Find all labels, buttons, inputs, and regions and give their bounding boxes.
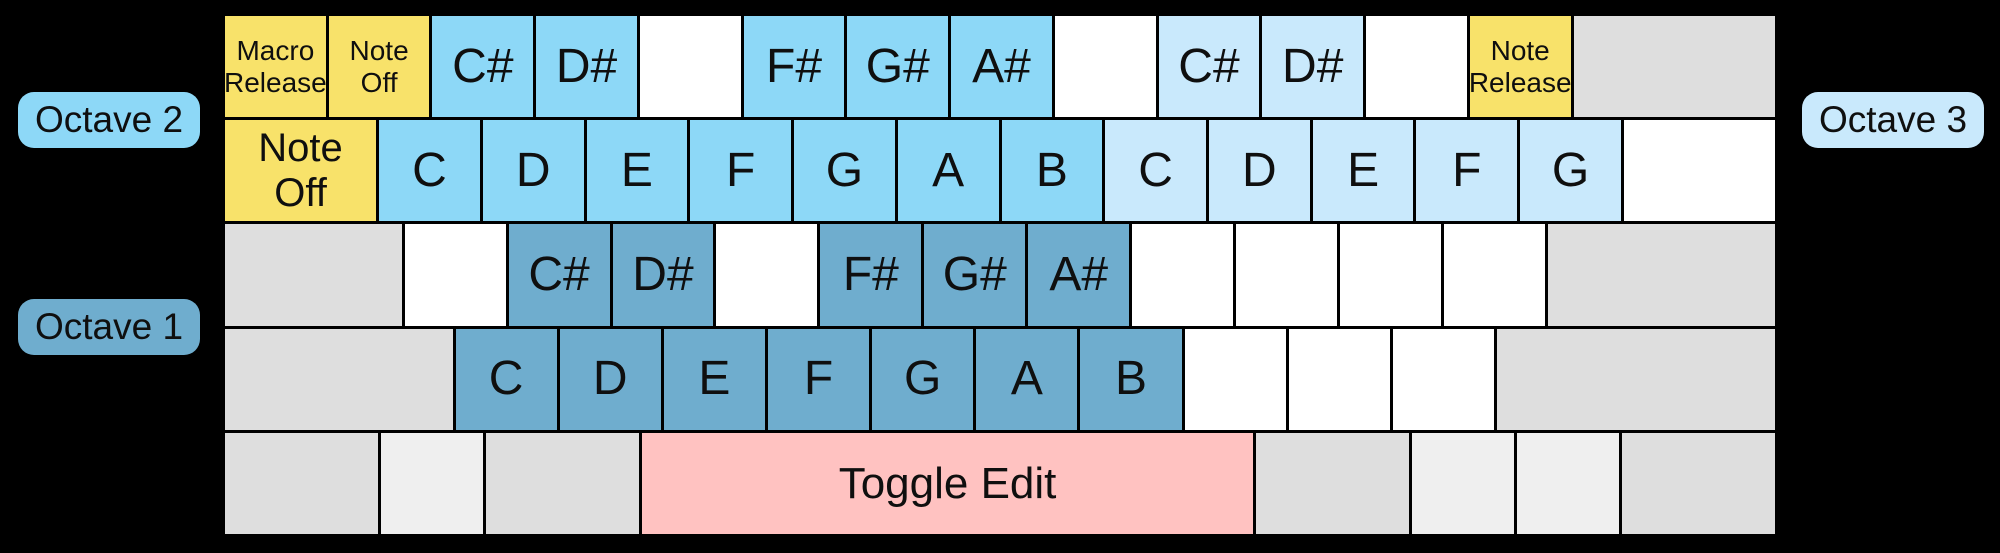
key-space-toggle-edit: Toggle Edit: [641, 432, 1254, 535]
key-f-octave-1: F: [767, 328, 870, 430]
octave-1-label: Octave 1: [18, 299, 200, 355]
key-blank: [1623, 120, 1775, 222]
key-blank: [1132, 224, 1234, 326]
octave-3-label: Octave 3: [1802, 92, 1984, 148]
key-macro-release: Macro Release: [225, 16, 326, 118]
key-enter-blank: [1547, 224, 1776, 326]
key-g-octave-1: G: [872, 328, 974, 430]
home-row: C#D# F#G#A#: [225, 224, 1776, 326]
key-left-alt-blank: [485, 432, 639, 535]
key-g-sharp-octave-1: G#: [924, 224, 1026, 326]
key-blank: [1236, 224, 1338, 326]
key-e-octave-2: E: [586, 120, 688, 222]
key-d-sharp-octave-3: D#: [1262, 16, 1364, 118]
octave-2-label: Octave 2: [18, 92, 200, 148]
key-blank: [1392, 328, 1494, 430]
key-b-octave-2: B: [1001, 120, 1103, 222]
key-g-sharp-octave-2: G#: [847, 16, 949, 118]
key-d-sharp-octave-1: D#: [612, 224, 714, 326]
key-a-octave-1: A: [976, 328, 1078, 430]
key-left-shift-blank: [225, 328, 453, 430]
key-f-octave-3: F: [1416, 120, 1518, 222]
key-note-off: Note Off: [328, 16, 430, 118]
key-d-octave-1: D: [559, 328, 661, 430]
key-d-octave-3: D: [1208, 120, 1310, 222]
key-menu-blank: [1517, 432, 1620, 535]
key-a-octave-2: A: [897, 120, 999, 222]
key-c-octave-3: C: [1105, 120, 1206, 222]
key-c-sharp-octave-1: C#: [508, 224, 610, 326]
key-right-ctrl-blank: [1622, 432, 1776, 535]
key-left-ctrl-blank: [225, 432, 378, 535]
key-d-sharp-octave-2: D#: [536, 16, 637, 118]
key-right-shift-blank: [1496, 328, 1776, 430]
key-blank: [639, 16, 741, 118]
key-f-octave-2: F: [690, 120, 792, 222]
key-f-sharp-octave-1: F#: [820, 224, 922, 326]
key-backspace-blank: [1573, 16, 1776, 118]
key-blank: [1366, 16, 1467, 118]
key-g-octave-2: G: [794, 120, 895, 222]
key-left-win-blank: [380, 432, 483, 535]
key-d-octave-2: D: [482, 120, 584, 222]
key-e-octave-1: E: [663, 328, 765, 430]
key-a-sharp-octave-1: A#: [1028, 224, 1130, 326]
key-blank: [1184, 328, 1286, 430]
key-c-sharp-octave-2: C#: [432, 16, 534, 118]
key-c-sharp-octave-3: C#: [1158, 16, 1260, 118]
key-right-win-blank: [1412, 432, 1515, 535]
key-blank: [1444, 224, 1545, 326]
modifier-row: Toggle Edit: [225, 432, 1776, 535]
key-blank: [1288, 328, 1390, 430]
key-caps-lock-blank: [225, 224, 402, 326]
key-c-octave-2: C: [379, 120, 480, 222]
key-right-alt-blank: [1256, 432, 1410, 535]
key-g-octave-3: G: [1520, 120, 1621, 222]
key-c-octave-1: C: [455, 328, 557, 430]
key-blank: [404, 224, 506, 326]
key-tab-note-off: Note Off: [225, 120, 377, 222]
key-blank: [1054, 16, 1156, 118]
key-blank: [716, 224, 818, 326]
key-note-release: Note Release: [1469, 16, 1571, 118]
key-a-sharp-octave-2: A#: [951, 16, 1052, 118]
key-e-octave-3: E: [1312, 120, 1414, 222]
key-blank: [1340, 224, 1442, 326]
key-f-sharp-octave-2: F#: [743, 16, 845, 118]
key-b-octave-1: B: [1080, 328, 1182, 430]
